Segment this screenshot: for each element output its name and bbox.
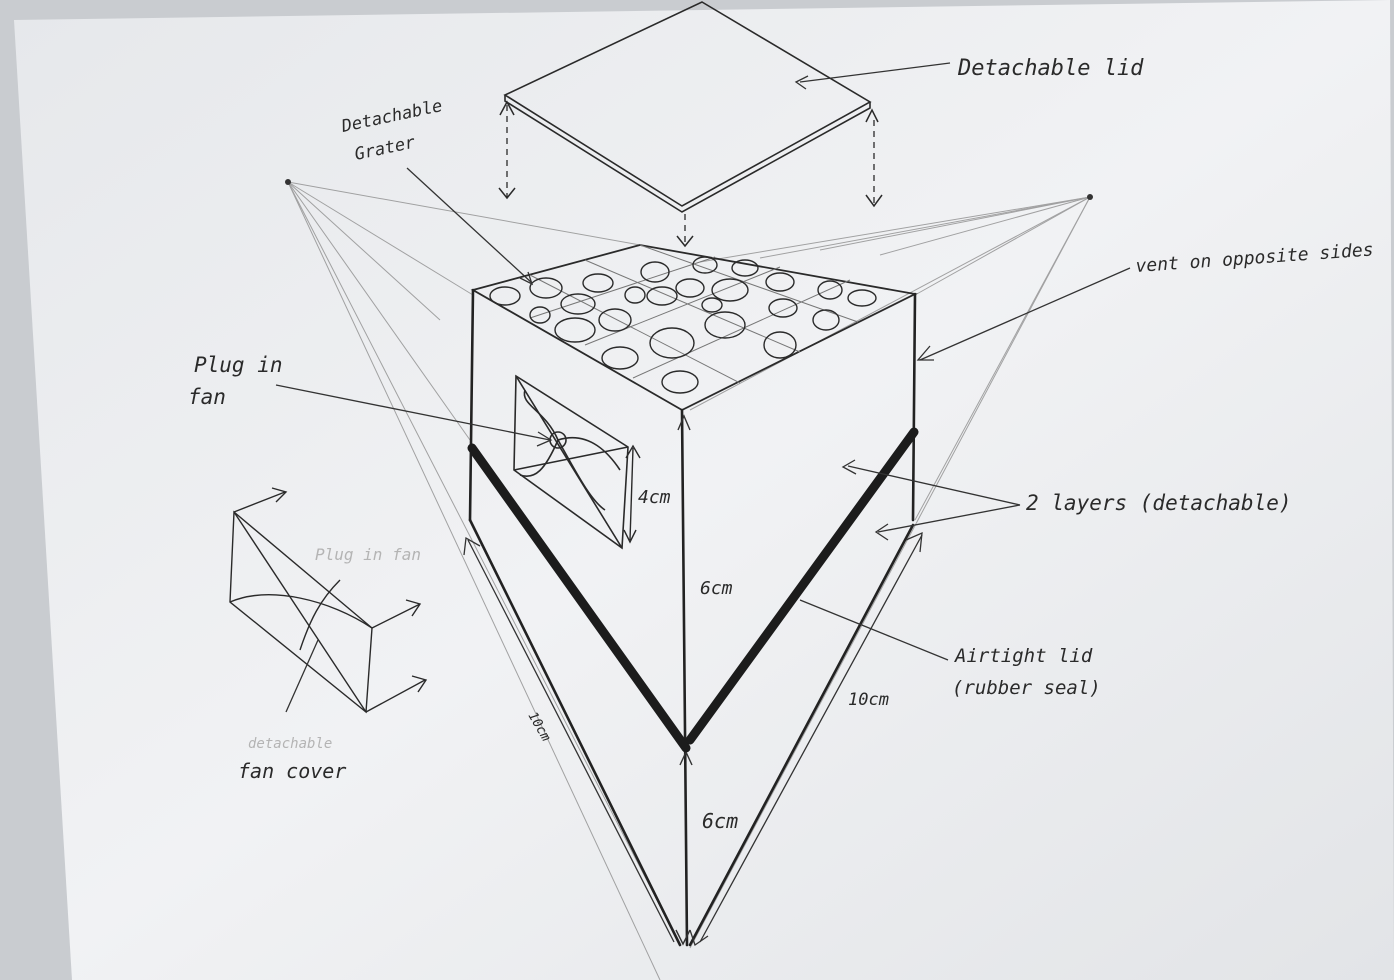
- leader-lines: [275, 62, 1131, 713]
- perspective-guides: [287, 181, 1091, 980]
- label-plug-line1: Plug in: [194, 353, 283, 377]
- label-layers: 2 layers (detachable): [1026, 491, 1292, 515]
- fan-height-arrow: [623, 444, 641, 544]
- label-lower-height: 6cm: [702, 809, 738, 833]
- vanishing-point-right: [1087, 194, 1093, 200]
- lid-arrows: [506, 105, 875, 244]
- plug-in-fan: [513, 374, 629, 550]
- vanishing-point-left: [285, 179, 291, 185]
- label-airtight-line1: Airtight lid: [954, 645, 1093, 667]
- label-plug-faint: Plug in fan: [315, 545, 421, 564]
- grater-grid: [529, 244, 859, 384]
- label-upper-height: 6cm: [700, 578, 733, 599]
- label-fan-height: 4cm: [638, 487, 671, 508]
- label-airtight-line2: (rubber seal): [952, 677, 1101, 699]
- label-plug-line2: fan: [188, 385, 226, 409]
- lid-arrowheads: [498, 100, 883, 248]
- paper-sheet: [14, 0, 1394, 980]
- dimension-arrows-left: [463, 536, 675, 943]
- fan-cover-sketch: [229, 487, 428, 714]
- label-fan-cover: fan cover: [238, 759, 346, 783]
- label-detachable-lid: Detachable lid: [957, 56, 1144, 81]
- dimension-arrows-right: [689, 531, 923, 947]
- detachable-lid: [503, 1, 872, 213]
- label-right-length: 10cm: [848, 690, 889, 710]
- box-edges: [468, 288, 917, 947]
- label-fan-cover-faint: detachable: [248, 736, 332, 752]
- grater-holes: [489, 256, 877, 394]
- airtight-seal: [467, 427, 919, 753]
